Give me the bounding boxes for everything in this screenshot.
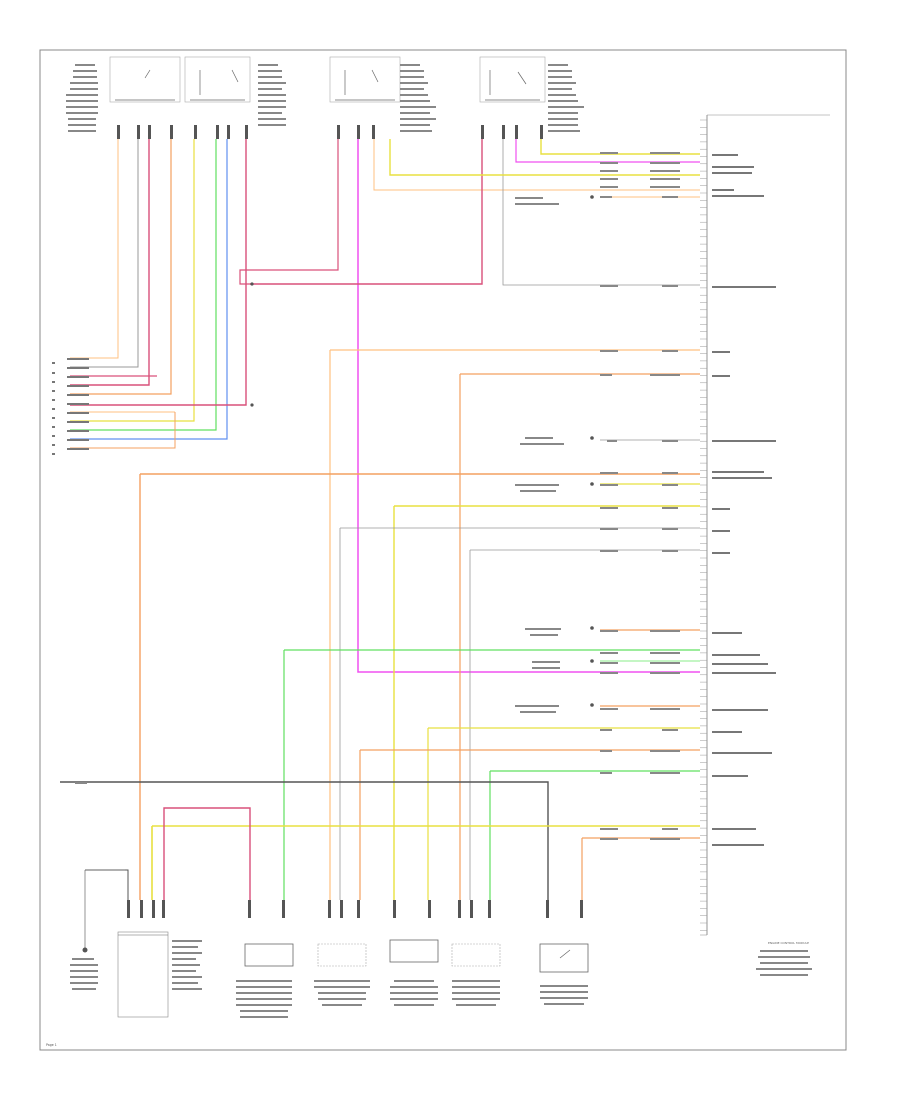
wire-green-1 bbox=[70, 139, 217, 431]
bottom-components bbox=[82, 869, 589, 1018]
top-connector-pins bbox=[117, 125, 543, 139]
left-harness-index bbox=[52, 358, 89, 455]
ecm-connector bbox=[700, 114, 830, 936]
wire-dark-1 bbox=[60, 781, 549, 900]
wire-gray-1 bbox=[70, 139, 139, 368]
wire-magenta-2 bbox=[515, 139, 700, 163]
wire-yellow-2 bbox=[540, 139, 700, 155]
top-sensor-symbols bbox=[115, 69, 540, 101]
ecm-pin-labels bbox=[712, 154, 776, 846]
bottom-captions bbox=[70, 940, 812, 1018]
bottom-connector-pins bbox=[127, 900, 583, 918]
wire-yellow-3 bbox=[389, 139, 700, 176]
wire-magenta-1 bbox=[357, 139, 700, 673]
diagram-border bbox=[39, 49, 847, 1051]
wire-red-pink-2 bbox=[70, 139, 247, 406]
wire-orange-1 bbox=[70, 139, 172, 395]
wire-red-pink-6 bbox=[163, 807, 251, 900]
page-number: Page 1 bbox=[46, 1043, 57, 1047]
ecm-title: ENGINE CONTROL MODULE bbox=[768, 941, 809, 945]
wire-gray-2 bbox=[502, 139, 700, 286]
wire-orange-2 bbox=[70, 412, 176, 449]
ecm-pin-ticks bbox=[700, 119, 707, 931]
wire-code-labels bbox=[600, 152, 680, 840]
off-page-arrows bbox=[250, 195, 594, 707]
wires bbox=[60, 139, 700, 900]
top-sensor-group-1 bbox=[109, 56, 546, 103]
left-ref-labels bbox=[75, 197, 564, 784]
wire-red-pink-4 bbox=[239, 139, 339, 285]
wire-light-orange-1 bbox=[70, 139, 119, 359]
wire-light-orange-3 bbox=[373, 139, 700, 191]
wire-blue-1 bbox=[70, 139, 228, 440]
wire-red-pink-1 bbox=[70, 139, 150, 386]
wire-dark-2 bbox=[85, 869, 129, 900]
wire-red-pink-5 bbox=[250, 139, 483, 285]
top-label-blocks bbox=[66, 64, 584, 132]
wire-yellow-1 bbox=[70, 139, 195, 422]
